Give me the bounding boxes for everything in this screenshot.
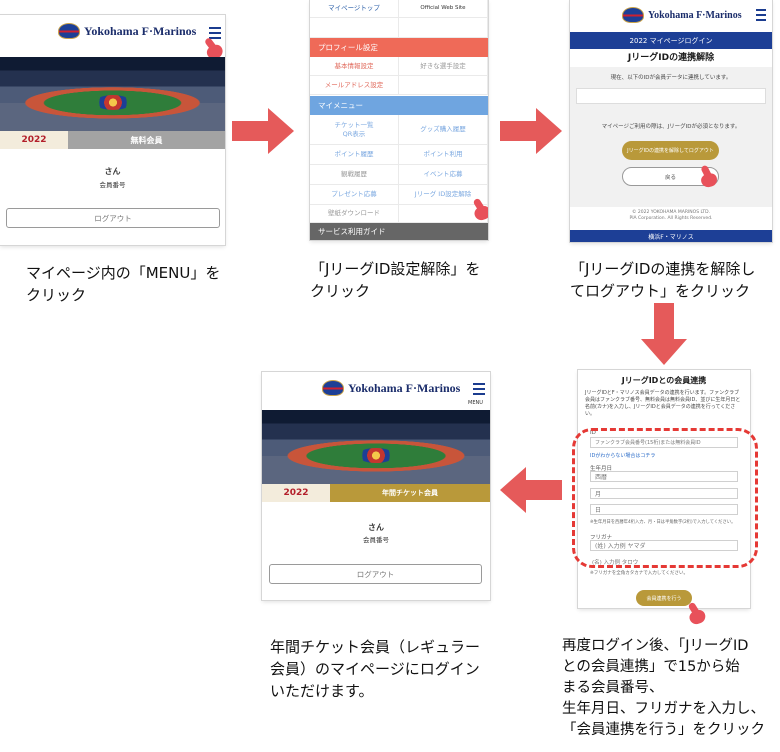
sponsor-row [310, 18, 488, 38]
service-guide-header[interactable]: サービス利用ガイド [310, 223, 488, 240]
step1-caption: マイページ内の「MENU」を クリック [26, 264, 221, 304]
intro-text: JリーグIDとF・マリノス会員データの連携を行います。ファンクラブ会員はファンク… [585, 390, 741, 417]
page-banner: 2022 マイページログイン [570, 32, 772, 49]
dob-label: 生年月日 [590, 466, 613, 472]
membership-bar: 2022 年間チケット会員 [262, 484, 490, 502]
menu-icon[interactable] [473, 383, 485, 398]
present-entry-link[interactable]: プレゼント応募 [310, 185, 399, 205]
crest-icon [322, 380, 344, 396]
screen-mypage-free: Yokohama F·Marinos 2022 無料会員 さん 会員番号 ログア… [0, 15, 225, 245]
logo-text: Yokohama F·Marinos [648, 9, 742, 21]
goods-history-link[interactable]: グッズ購入履歴 [399, 115, 488, 145]
membership-type: 年間チケット会員 [330, 484, 490, 502]
page-title: JリーグIDとの会員連携 [621, 376, 707, 385]
mymenu-row-4: プレゼント応募 Jリーグ ID設定解除 [310, 185, 488, 205]
dob-note: ※生年月日を西暦年4桁入力、月・日は半角数字(2桁)で入力してください。 [590, 520, 736, 525]
tricolor-badge: 2022 [0, 131, 68, 149]
wallpaper-download-link[interactable]: 壁紙ダウンロード [310, 205, 399, 223]
user-name: さん [104, 167, 121, 176]
linked-message: 現在、以下のIDが会員データに連携しています。 [610, 75, 732, 81]
member-number-label: 会員番号 [363, 536, 389, 544]
team-logo[interactable]: Yokohama F·Marinos [622, 7, 742, 23]
official-site-link[interactable]: Official Web Site [399, 0, 488, 18]
ticket-list-link[interactable]: チケット一覧 QR表示 [310, 115, 399, 145]
favorite-player-link[interactable]: 好きな選手設定 [399, 57, 488, 76]
menu-label[interactable]: MENU [468, 400, 483, 406]
team-logo[interactable]: Yokohama F·Marinos [322, 380, 460, 396]
watch-history-link[interactable]: 観戦履歴 [310, 165, 399, 185]
sponsor-logo-1[interactable] [310, 18, 399, 38]
mymenu-row-2: ポイント履歴 ポイント利用 [310, 145, 488, 165]
profile-row-1: 基本情報設定 好きな選手設定 [310, 57, 488, 76]
arrow-down-icon [641, 303, 687, 365]
user-name: さん [368, 523, 384, 532]
logout-button[interactable]: ログアウト [6, 208, 220, 228]
logo-text: Yokohama F·Marinos [84, 23, 197, 38]
event-entry-link[interactable]: イベント応募 [399, 165, 488, 185]
highlight-dashed-frame [572, 428, 758, 568]
step3-caption: 「JリーグIDの連携を解除し てログアウト」をクリック [570, 260, 756, 300]
membership-bar: 2022 無料会員 [0, 131, 225, 149]
mymenu-row-5: 壁紙ダウンロード [310, 205, 488, 223]
step5-caption: 年間チケット会員（レギュラー 会員）のマイページにログイン いただけます。 [270, 638, 481, 700]
kana-mei-input[interactable]: (名) 入力例 タロウ [592, 560, 639, 566]
point-history-link[interactable]: ポイント履歴 [310, 145, 399, 165]
day-input[interactable]: 日 [590, 504, 738, 515]
arrow-right-icon [500, 108, 562, 154]
stadium-image [262, 410, 490, 484]
point-use-link[interactable]: ポイント利用 [399, 145, 488, 165]
required-message: マイページご利用の際は、JリーグIDが必須となります。 [601, 124, 741, 130]
arrow-right-icon [232, 108, 294, 154]
logout-button[interactable]: ログアウト [269, 564, 482, 584]
stadium-image [0, 57, 225, 131]
empty-cell [399, 76, 488, 95]
screen-mypage-annual: Yokohama F·Marinos MENU 2022 年間チケット会員 さん… [262, 372, 490, 600]
mymenu-row-1: チケット一覧 QR表示 グッズ購入履歴 [310, 115, 488, 145]
kana-label: フリガナ [590, 535, 613, 541]
mymenu-row-3: 観戦履歴 イベント応募 [310, 165, 488, 185]
footer-bar: 横浜F・マリノス [570, 230, 772, 242]
menu-icon[interactable] [756, 9, 766, 24]
basic-info-link[interactable]: 基本情報設定 [310, 57, 399, 76]
submit-link-button[interactable]: 会員連携を行う [636, 590, 692, 606]
linked-id-field [576, 88, 766, 104]
profile-settings-header: プロフィール設定 [310, 38, 488, 57]
kana-note: ※フリガナを全角カタカナで入力してください。 [590, 571, 688, 576]
page-title: JリーグIDの連携解除 [627, 53, 715, 63]
crest-icon [58, 23, 80, 39]
back-button[interactable]: 戻る [622, 167, 719, 186]
menu-top-row: マイページトップ Official Web Site [310, 0, 488, 18]
crest-icon [622, 7, 644, 23]
step4-caption: 再度ログイン後、「JリーグID との会員連携」で15から始 まる会員番号、 生年… [562, 638, 765, 738]
profile-row-2: メールアドレス設定 [310, 76, 488, 95]
sponsor-logo-2[interactable] [399, 18, 488, 38]
screen-menu: マイページトップ Official Web Site プロフィール設定 基本情報… [310, 0, 488, 240]
member-number-label: 会員番号 [99, 181, 126, 189]
logo-text: Yokohama F·Marinos [348, 380, 461, 395]
id-help-link[interactable]: IDがわからない場合はコチラ [590, 453, 656, 459]
arrow-left-icon [500, 467, 562, 513]
month-input[interactable]: 月 [590, 488, 738, 499]
email-settings-link[interactable]: メールアドレス設定 [310, 76, 399, 95]
id-label: ID [590, 430, 596, 436]
mymenu-header: マイメニュー [310, 96, 488, 115]
kana-sei-input[interactable]: (姓) 入力例 ヤマダ [590, 540, 738, 551]
screen-member-link: JリーグIDとの会員連携 JリーグIDとF・マリノス会員データの連携を行います。… [578, 370, 750, 608]
copyright: © 2022 YOKOHAMA MARINOS LTD. PIA Corpora… [629, 210, 713, 221]
year-input[interactable]: 西暦 [590, 471, 738, 482]
mypage-top-link[interactable]: マイページトップ [310, 0, 399, 18]
step2-caption: 「JリーグID設定解除」を クリック [310, 260, 481, 300]
membership-type: 無料会員 [68, 131, 225, 149]
team-logo[interactable]: Yokohama F·Marinos [58, 23, 196, 39]
screen-unlink: Yokohama F·Marinos 2022 マイページログイン JリーグID… [570, 0, 772, 242]
tricolor-badge: 2022 [262, 484, 330, 502]
jleague-id-unlink-link[interactable]: Jリーグ ID設定解除 [399, 185, 488, 205]
unlink-logout-button[interactable]: JリーグIDの連携を解除してログアウト [622, 141, 719, 160]
